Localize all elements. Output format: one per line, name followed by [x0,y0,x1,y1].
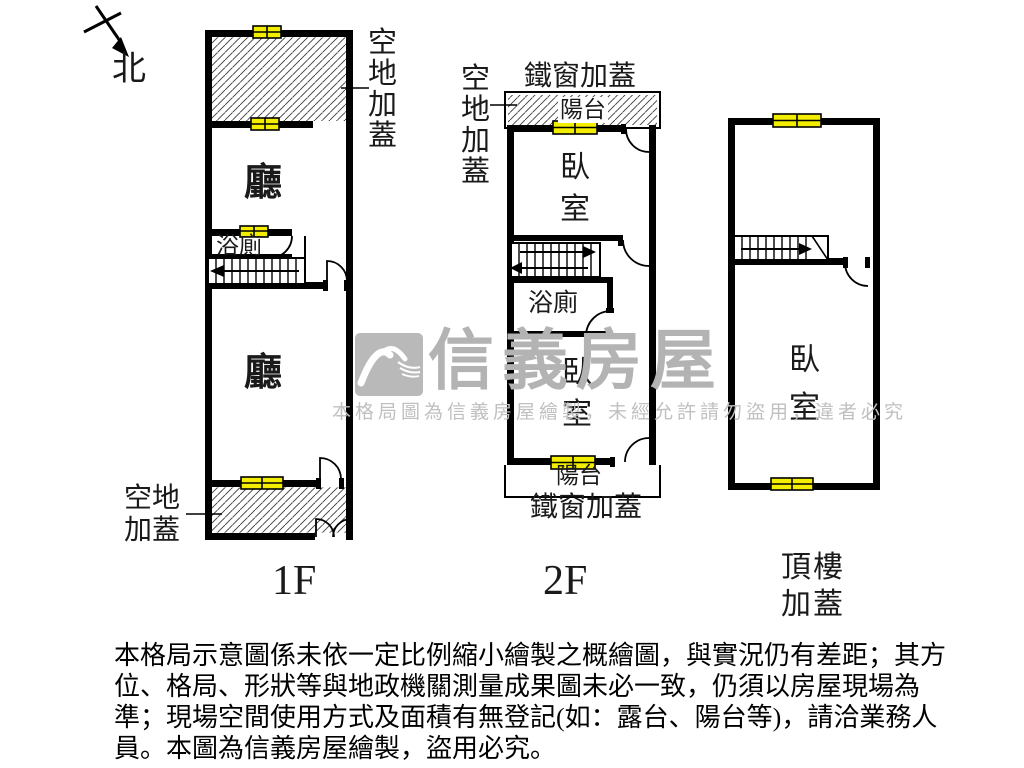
plan-roof [728,113,880,491]
stairs-1f [207,236,306,285]
window-icon [770,477,814,491]
window-icon [252,25,282,39]
room-label-bath-1f: 浴廁 [216,233,262,258]
wall [649,125,656,465]
plan-1f [186,25,369,540]
door-arc [269,235,352,538]
window-icon [240,476,284,490]
compass-north-label: 北 [112,51,146,88]
wall [507,331,613,337]
door-arc [585,128,650,463]
wall [205,533,315,540]
hatch-area-1f-top [212,37,346,121]
iron-enclosure-bottom [504,465,661,498]
stair-direction-arrow [210,265,224,277]
wall [507,235,623,241]
door-arc [844,262,869,287]
room-label-hall-upper: 廳 [244,162,285,204]
wall [507,277,613,283]
wall [873,118,880,490]
wall [728,118,735,490]
wall [205,254,292,258]
floor-label-1f: 1F [272,558,317,604]
brand-watermark: 信義房屋 [428,325,724,398]
open-area-label-2f-left: 空地加蓋 [461,63,491,188]
room-label-bedroom-roof: 臥室 [789,342,820,425]
wall [346,30,353,540]
wall [205,282,325,289]
door-jamb [843,257,870,268]
disclaimer-line-1: 本格局示意圖係未依一定比例縮小繪製之概繪圖，與實況仍有差距；其方 [114,641,947,670]
watermark-notice: 本格局圖為信義房屋繪製，未經允許請勿盜用，違者必究 [332,402,908,423]
hatch-area-1f-bottom [212,487,346,533]
stairs-2f [510,242,601,278]
stairs-roof [733,235,829,261]
open-area-label-1f-top: 空地加蓋 [368,27,398,152]
window-icon [550,455,596,470]
balcony-label-bottom: 陽台 [556,463,602,488]
iron-window-label-top: 鐵窗加蓋 [524,61,637,92]
balcony-label-top: 陽台 [558,97,608,124]
room-label-bedroom-upper: 臥室 [560,151,590,226]
wall [507,125,514,465]
stair-direction-arrow [583,246,596,258]
room-label-bedroom-lower: 臥室 [562,356,592,431]
wall [607,277,613,311]
room-label-bath-2f: 浴廁 [528,290,579,317]
stair-direction-arrow [799,243,812,255]
wall [728,258,847,265]
floor-label-roof: 頂樓加蓋 [781,551,845,621]
north-arrow-icon [83,5,129,57]
window-icon [239,225,269,238]
window-icon [250,117,280,131]
disclaimer-line-4: 員。本圖為信義房屋繪製，盜用必究。 [114,734,557,763]
floor-label-2f: 2F [543,558,588,604]
door-jamb [316,280,349,489]
room-label-hall-lower: 廳 [244,352,285,394]
sinyi-logo-icon [355,333,423,396]
door-jamb [606,124,626,467]
window-icon [772,113,822,128]
stair-direction-arrow [510,262,522,274]
iron-window-label-bottom: 鐵窗加蓋 [530,492,643,523]
open-area-label-1f-bottom: 空地加蓋 [124,483,181,546]
disclaimer-line-2: 位、格局、形狀等與地政機關測量成果圖未必一致，仍須以房屋現場為 [114,672,921,701]
disclaimer-line-3: 準；現場空間使用方式及面積有無登記(如：露台、陽台等)，請洽業務人 [114,703,938,732]
